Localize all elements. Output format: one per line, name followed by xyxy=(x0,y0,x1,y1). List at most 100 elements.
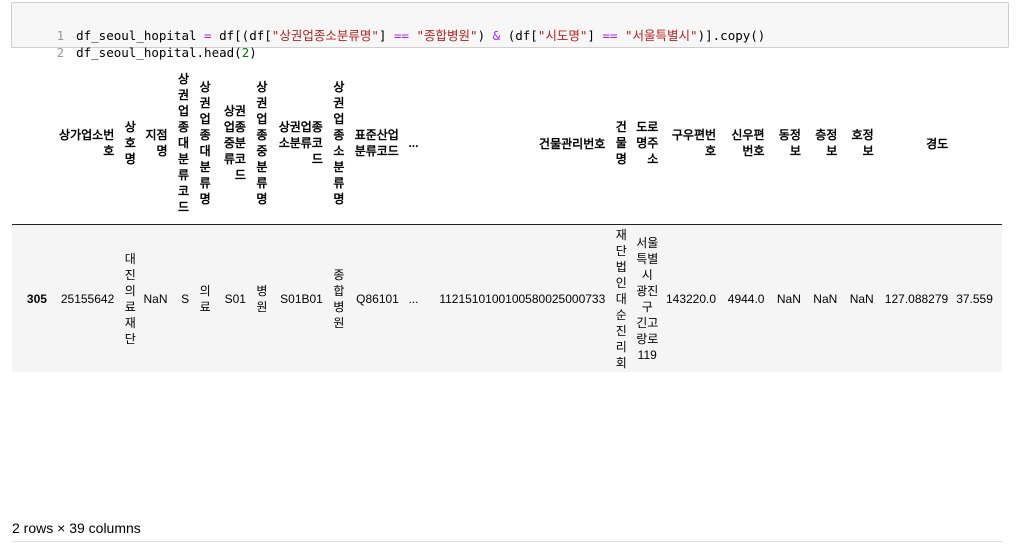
column-header-text: 소 xyxy=(647,152,659,166)
column-header-text: 소 xyxy=(333,144,345,158)
column-header-text: 구우편번 xyxy=(671,128,717,142)
column-header-label: ... xyxy=(408,136,419,150)
column-header-text: 드 xyxy=(234,168,246,182)
column-header-text: 상 xyxy=(178,72,190,86)
code-token: df_seoul_hopital xyxy=(76,28,197,43)
table-cell: Q86101 xyxy=(348,224,403,372)
cell-text: NaN xyxy=(143,291,168,306)
column-header-text: 호 xyxy=(103,144,115,158)
cell-text-line: 인 xyxy=(615,275,627,290)
table-cell: NaN xyxy=(804,224,842,372)
cell-text-line: 단 xyxy=(615,243,627,258)
output-divider xyxy=(12,541,1002,542)
column-header-text: 종 xyxy=(256,128,268,142)
column-header-text: 호 xyxy=(124,136,136,150)
cell-text: 143220.0 xyxy=(665,291,717,306)
column-header-text: 표준산업 xyxy=(354,128,399,142)
column-header-text: 호정 xyxy=(851,128,874,142)
column-header-text: 보 xyxy=(862,144,874,158)
table-cell: NaN xyxy=(139,224,172,372)
code-token xyxy=(409,28,417,43)
cell-text: 25155642 xyxy=(60,291,115,306)
table-cell: S01 xyxy=(214,224,250,372)
column-header-text: 종 xyxy=(178,120,190,134)
column-header: 경도 xyxy=(877,62,953,225)
cell-text-line: 합 xyxy=(333,283,345,298)
line-number: 2 xyxy=(56,45,65,60)
cell-text: ... xyxy=(408,291,419,306)
cell-text: NaN xyxy=(776,291,801,306)
cell-text-line: 랑로 xyxy=(636,331,659,346)
table-cell: 25155642 xyxy=(50,224,119,372)
cell-text-line: 재 xyxy=(124,315,136,330)
table-cell: NaN xyxy=(841,224,878,372)
code-operator: & xyxy=(492,28,501,43)
cell-text: NaN xyxy=(813,291,838,306)
column-header-text: 업 xyxy=(256,112,268,126)
column-header-text: 코 xyxy=(178,184,190,198)
code-token: ] xyxy=(378,28,394,43)
column-header-text: 소분류코 xyxy=(278,136,323,150)
column-header-text: 권 xyxy=(333,96,345,110)
cell-text-line: 특별 xyxy=(636,251,659,266)
code-token: ) xyxy=(477,28,493,43)
cell-text-line: 병 xyxy=(333,299,345,314)
cell-text-line: 광진 xyxy=(636,283,659,298)
column-header-text: 호 xyxy=(704,144,717,158)
table-cell: ... xyxy=(402,224,423,372)
column-header-text: 명 xyxy=(615,152,627,166)
table-cell: 37.559 xyxy=(952,224,1002,372)
code-token: df[(df[ xyxy=(219,28,272,43)
column-header-text: 드 xyxy=(311,152,323,166)
cell-text-line: 119 xyxy=(637,347,657,362)
code-token: = xyxy=(196,28,220,43)
column-header-text: 지점 xyxy=(145,128,168,142)
column-header-text: 명 xyxy=(156,144,168,158)
column-header-text: 종 xyxy=(199,128,211,142)
code-operator: == xyxy=(393,28,409,43)
code-token: )].copy() xyxy=(697,28,766,43)
column-header-text: 류 xyxy=(178,168,190,182)
column-header-text: 신우편 xyxy=(731,128,765,142)
code-string: "상권업종소분류명" xyxy=(271,28,379,43)
cell-text: 1121510100100580025000733 xyxy=(439,291,606,306)
column-header-text: 업 xyxy=(178,104,190,118)
column-header-text: 류 xyxy=(333,176,345,190)
column-header-text: 번호 xyxy=(742,144,765,158)
cell-text: Q86101 xyxy=(356,291,399,306)
column-header-text: 중분 xyxy=(223,136,246,150)
column-header-text: 명 xyxy=(256,192,268,206)
cell-text-line: 구 xyxy=(641,299,653,314)
code-number: 2 xyxy=(241,45,250,60)
table-cell: NaN xyxy=(768,224,805,372)
cell-text-line: 의 xyxy=(199,283,211,298)
cell-text: S xyxy=(181,291,190,306)
column-header-text: 업 xyxy=(199,112,211,126)
column-header-text: 상가업소번 xyxy=(59,128,115,142)
cell-text-line: 종 xyxy=(333,267,345,282)
cell-text-line: 법 xyxy=(615,259,627,274)
cell-text-line: 원 xyxy=(256,299,268,314)
column-header-text: 분 xyxy=(256,160,268,174)
column-header-text: 명 xyxy=(124,152,136,166)
code-string: "종합병원" xyxy=(416,28,478,43)
